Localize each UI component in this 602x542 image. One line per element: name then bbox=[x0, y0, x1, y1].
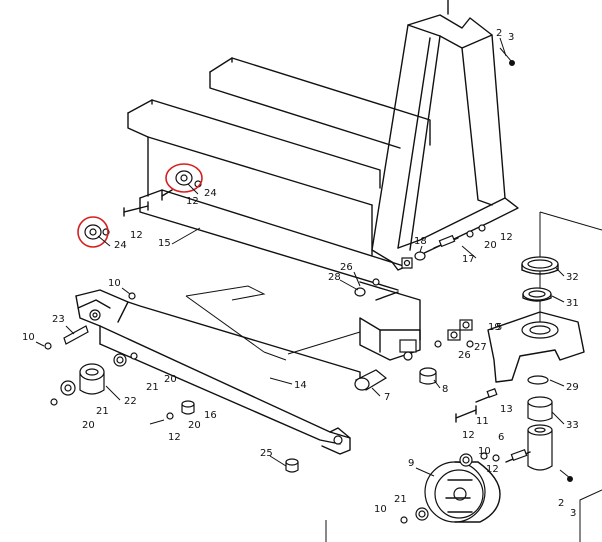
label-33: 33 bbox=[566, 420, 579, 431]
fork-frame bbox=[127, 0, 519, 341]
label-12-d: 12 bbox=[168, 432, 181, 443]
label-16: 16 bbox=[204, 410, 217, 421]
label-32: 32 bbox=[566, 272, 579, 283]
label-27: 27 bbox=[474, 342, 487, 353]
label-29: 29 bbox=[566, 382, 579, 393]
small-parts bbox=[84, 47, 573, 482]
label-2-bottom: 2 bbox=[558, 498, 564, 509]
label-20-a: 20 bbox=[484, 240, 497, 251]
label-7: 7 bbox=[384, 392, 390, 403]
label-10-c: 10 bbox=[478, 446, 491, 457]
label-28: 28 bbox=[328, 272, 341, 283]
label-10-d: 10 bbox=[374, 504, 387, 515]
label-13: 13 bbox=[500, 404, 513, 415]
label-2-top: 2 bbox=[496, 28, 502, 39]
pump-assembly bbox=[325, 211, 602, 542]
label-5: 5 bbox=[496, 322, 502, 333]
highlight-circle-upper bbox=[165, 163, 203, 193]
label-25: 25 bbox=[260, 448, 273, 459]
label-24-lower: 24 bbox=[114, 240, 127, 251]
label-12-f: 12 bbox=[486, 464, 499, 475]
label-11: 11 bbox=[476, 416, 489, 427]
left-roller-group bbox=[44, 292, 138, 406]
lower-link-assembly bbox=[75, 285, 361, 455]
label-21-c: 21 bbox=[394, 494, 407, 505]
label-20-c: 20 bbox=[82, 420, 95, 431]
label-21-b: 21 bbox=[96, 406, 109, 417]
label-12-upper: 12 bbox=[186, 196, 199, 207]
label-20-b: 20 bbox=[164, 374, 177, 385]
label-18: 18 bbox=[414, 236, 427, 247]
leader-lines bbox=[35, 37, 565, 477]
label-24-upper: 24 bbox=[204, 188, 217, 199]
label-10-a: 10 bbox=[108, 278, 121, 289]
pump-linkage bbox=[359, 317, 421, 361]
label-17: 17 bbox=[462, 254, 475, 265]
highlight-circle-lower bbox=[77, 216, 109, 248]
part-labels: 2 3 24 12 24 12 15 18 20 12 17 26 28 32 … bbox=[22, 28, 579, 519]
label-23: 23 bbox=[52, 314, 65, 325]
label-26-b: 26 bbox=[458, 350, 471, 361]
label-14: 14 bbox=[294, 380, 307, 391]
steering-wheel bbox=[400, 452, 501, 524]
label-15: 15 bbox=[158, 238, 171, 249]
label-20-d: 20 bbox=[188, 420, 201, 431]
label-8: 8 bbox=[442, 384, 448, 395]
label-31: 31 bbox=[566, 298, 579, 309]
label-19: 19 bbox=[488, 322, 501, 333]
label-12-e: 12 bbox=[462, 430, 475, 441]
label-12-c: 12 bbox=[500, 232, 513, 243]
highlight-markers bbox=[77, 163, 203, 248]
label-3-bottom: 3 bbox=[570, 508, 576, 519]
label-21-a: 21 bbox=[146, 382, 159, 393]
label-10-b: 10 bbox=[22, 332, 35, 343]
label-12-lower: 12 bbox=[130, 230, 143, 241]
label-26-a: 26 bbox=[340, 262, 353, 273]
label-22: 22 bbox=[124, 396, 137, 407]
label-9: 9 bbox=[408, 458, 414, 469]
label-3-top: 3 bbox=[508, 32, 514, 43]
label-6: 6 bbox=[498, 432, 504, 443]
